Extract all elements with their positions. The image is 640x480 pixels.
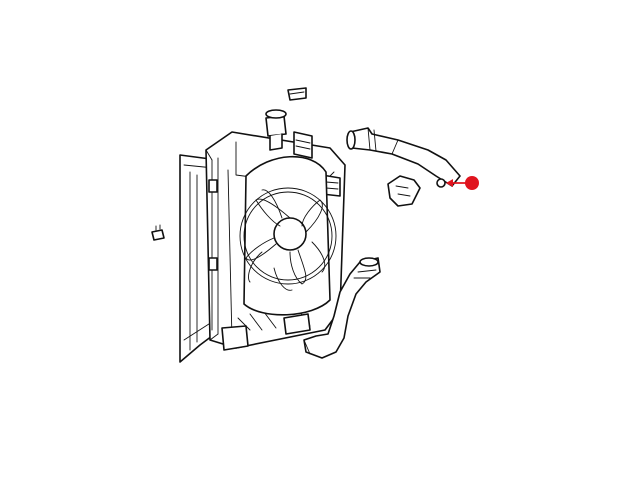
cooling-fan [239,155,337,316]
fastener-clip [151,224,165,241]
callout-arrow-head [446,179,453,187]
callout-marker [446,176,479,190]
lower-radiator-hose [303,257,381,359]
hose-clamp [387,175,446,207]
callout-dot [465,176,479,190]
top-bracket [287,87,307,101]
upper-radiator-hose [346,127,461,187]
